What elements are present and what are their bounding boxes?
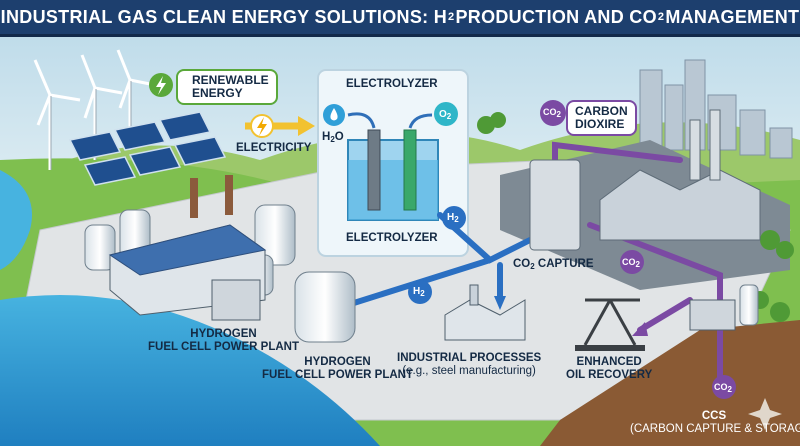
hydrogen-storage-tank xyxy=(294,271,356,343)
h2-badge-label-mid: H2 xyxy=(413,286,425,298)
co2-capture-label: CO2 CAPTURE xyxy=(513,258,594,271)
water-formula: H2O xyxy=(322,131,344,144)
sparkle-icon xyxy=(748,398,782,430)
oil-pump-icon xyxy=(583,298,640,346)
page-title: INDUSTRIAL GAS CLEAN ENERGY SOLUTIONS: H… xyxy=(0,0,800,37)
storage-ground xyxy=(540,320,800,446)
trees xyxy=(477,112,794,322)
carbon-dioxide-badge xyxy=(540,100,566,126)
h2-badge-mid xyxy=(408,280,432,304)
water-inflow-arrow xyxy=(347,112,376,129)
electrolyzer-title: ELECTROLYZER xyxy=(346,78,438,90)
cathode xyxy=(367,129,381,211)
h2-badge-top xyxy=(442,206,466,230)
sea xyxy=(0,295,380,446)
chimneys xyxy=(190,175,233,218)
co2-badge-ccs xyxy=(712,375,736,399)
oxygen-formula: O2 xyxy=(439,109,452,121)
factory-icon xyxy=(599,109,761,241)
hydrogen-plant-label-1: HYDROGEN FUEL CELL POWER PLANT xyxy=(148,328,299,353)
electricity-label: ELECTRICITY xyxy=(236,142,312,154)
electrolyzer-caption: ELECTROLYZER xyxy=(346,232,438,244)
co2-badge-label-ccs: CO2 xyxy=(714,382,732,394)
solar-panel-icon xyxy=(68,111,227,186)
city-skyline xyxy=(639,59,793,159)
anode xyxy=(403,129,417,211)
h2-badge-label-top: H2 xyxy=(447,212,459,224)
oxygen-badge xyxy=(434,102,458,126)
renewable-energy-label: RENEWABLE ENERGY xyxy=(176,69,278,105)
carbon-dioxide-label: CARBON DIOXIRE xyxy=(566,100,637,136)
ccs-equipment xyxy=(689,299,736,331)
fuel-cell-unit xyxy=(211,279,261,321)
enhanced-oil-recovery-label: ENHANCED OIL RECOVERY xyxy=(566,356,653,381)
hydrogen-plant-label-2: HYDROGEN FUEL CELL POWER PLANT xyxy=(262,356,413,381)
river xyxy=(0,170,32,270)
industrial-processes-label: INDUSTRIAL PROCESSES (e.g., steel manufa… xyxy=(397,352,542,377)
oxygen-outflow-arrow xyxy=(408,113,433,129)
co2-capture-unit xyxy=(529,159,581,251)
ccs-label: CCS (CARBON CAPTURE & STORAGE) xyxy=(630,410,800,435)
co2-badge-label-mid: CO2 xyxy=(622,257,640,269)
co2-badge-label-top: CO2 xyxy=(543,107,561,119)
co2-badge-mid xyxy=(620,250,644,274)
